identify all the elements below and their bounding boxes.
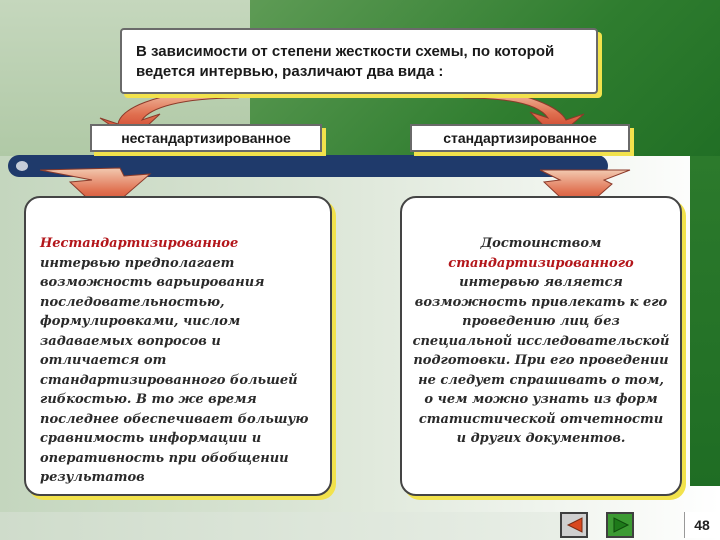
footer-strip: [0, 512, 560, 540]
arrow-to-left-box: [39, 167, 152, 215]
label-nonstandardized: нестандартизированное: [90, 124, 322, 152]
nonstandardized-term: Нестандартизированное: [40, 236, 239, 251]
label-standardized-text: стандартизированное: [443, 130, 597, 146]
standardized-body: интервью является возможность привлекать…: [412, 275, 670, 446]
triangle-left-icon: [566, 517, 583, 533]
background-edge: [690, 156, 720, 486]
standardized-lead: Достоинством: [480, 236, 602, 251]
nonstandardized-description: Нестандартизированное интервью предполаг…: [24, 196, 332, 496]
slide-title: В зависимости от степени жесткости схемы…: [136, 43, 555, 80]
back-button[interactable]: [560, 512, 588, 538]
navy-band: [8, 155, 608, 177]
nonstandardized-body: интервью предполагает возможность варьир…: [40, 255, 309, 486]
triangle-right-icon: [613, 517, 630, 533]
label-standardized: стандартизированное: [410, 124, 630, 152]
standardized-term: стандартизированного: [448, 255, 634, 271]
page-number-text: 48: [694, 517, 710, 533]
standardized-description: Достоинством стандартизированного интерв…: [400, 196, 682, 496]
forward-button[interactable]: [606, 512, 634, 538]
slide-title-box: В зависимости от степени жесткости схемы…: [120, 28, 598, 94]
page-number: 48: [684, 512, 719, 538]
navy-band-dot: [16, 161, 28, 171]
label-nonstandardized-text: нестандартизированное: [121, 130, 291, 146]
